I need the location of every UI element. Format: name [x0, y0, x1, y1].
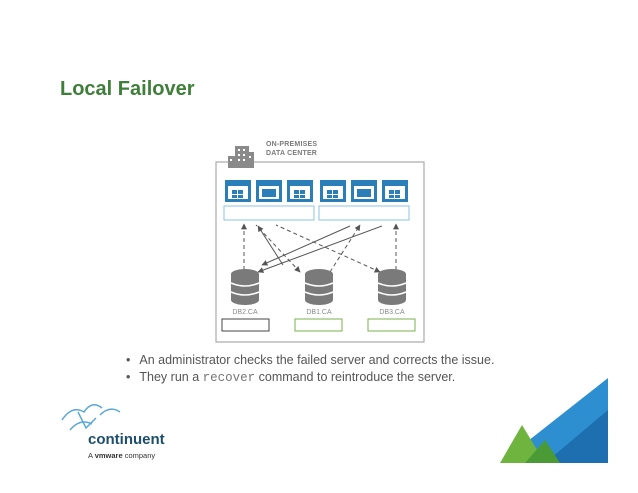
tagline-post: company	[122, 451, 156, 460]
app-group-bar	[318, 205, 410, 221]
database-icon	[304, 269, 334, 305]
data-center-label-line2: DATA CENTER	[266, 150, 318, 157]
app-window-icon	[287, 180, 313, 202]
bullet-text-pre: They run a	[139, 370, 203, 384]
db-label: DB2.CA	[232, 309, 258, 316]
vmware-brand: vmware	[94, 451, 123, 460]
db-label: DB3.CA	[379, 309, 405, 316]
slide-title: Local Failover	[60, 78, 195, 100]
db-status-bar	[294, 318, 343, 332]
arrow-db3-app1-dashed	[275, 224, 381, 273]
building-icon	[228, 146, 254, 168]
data-center-label: ON-PREMISES DATA CENTER	[266, 140, 317, 158]
app-server-group-2	[318, 180, 410, 221]
arrow-db1-app2-dashed	[329, 224, 361, 273]
db-status-bar	[221, 318, 270, 332]
arrow-app1-to-db2	[257, 225, 284, 266]
vmware-company-tagline: A vmware company	[88, 451, 155, 460]
arrow-app2-to-db2	[257, 225, 383, 273]
bullet-item: An administrator checks the failed serve…	[126, 352, 494, 369]
database-icon	[377, 269, 407, 305]
tagline-pre: A	[88, 451, 95, 460]
corner-decoration	[500, 378, 608, 463]
app-window-icon	[225, 180, 251, 202]
app-window-icon	[382, 180, 408, 202]
bullet-list: An administrator checks the failed serve…	[126, 352, 494, 387]
recover-command: recover	[202, 371, 256, 385]
db-status-bar	[367, 318, 416, 332]
app-window-icon	[256, 180, 282, 202]
continuent-logo-text: continuent	[88, 431, 165, 448]
app-group-bar	[223, 205, 315, 221]
database-icon	[230, 269, 260, 305]
bullet-text: An administrator checks the failed serve…	[139, 353, 495, 367]
arrow-app2-to-db2-b	[261, 225, 351, 266]
bullet-item: They run a recover command to reintroduc…	[126, 369, 494, 387]
data-center-label-line1: ON-PREMISES	[266, 141, 318, 148]
db-label: DB1.CA	[306, 309, 332, 316]
app-window-icon	[320, 180, 346, 202]
data-center-box	[215, 161, 425, 343]
bullet-text-post: command to reintroduce the server.	[255, 370, 456, 384]
connection-arrows	[241, 223, 399, 273]
continuent-logo-icon	[61, 404, 121, 431]
app-server-group-1	[223, 180, 315, 221]
arrow-db1-app1-dashed	[255, 224, 301, 273]
app-window-icon	[351, 180, 377, 202]
